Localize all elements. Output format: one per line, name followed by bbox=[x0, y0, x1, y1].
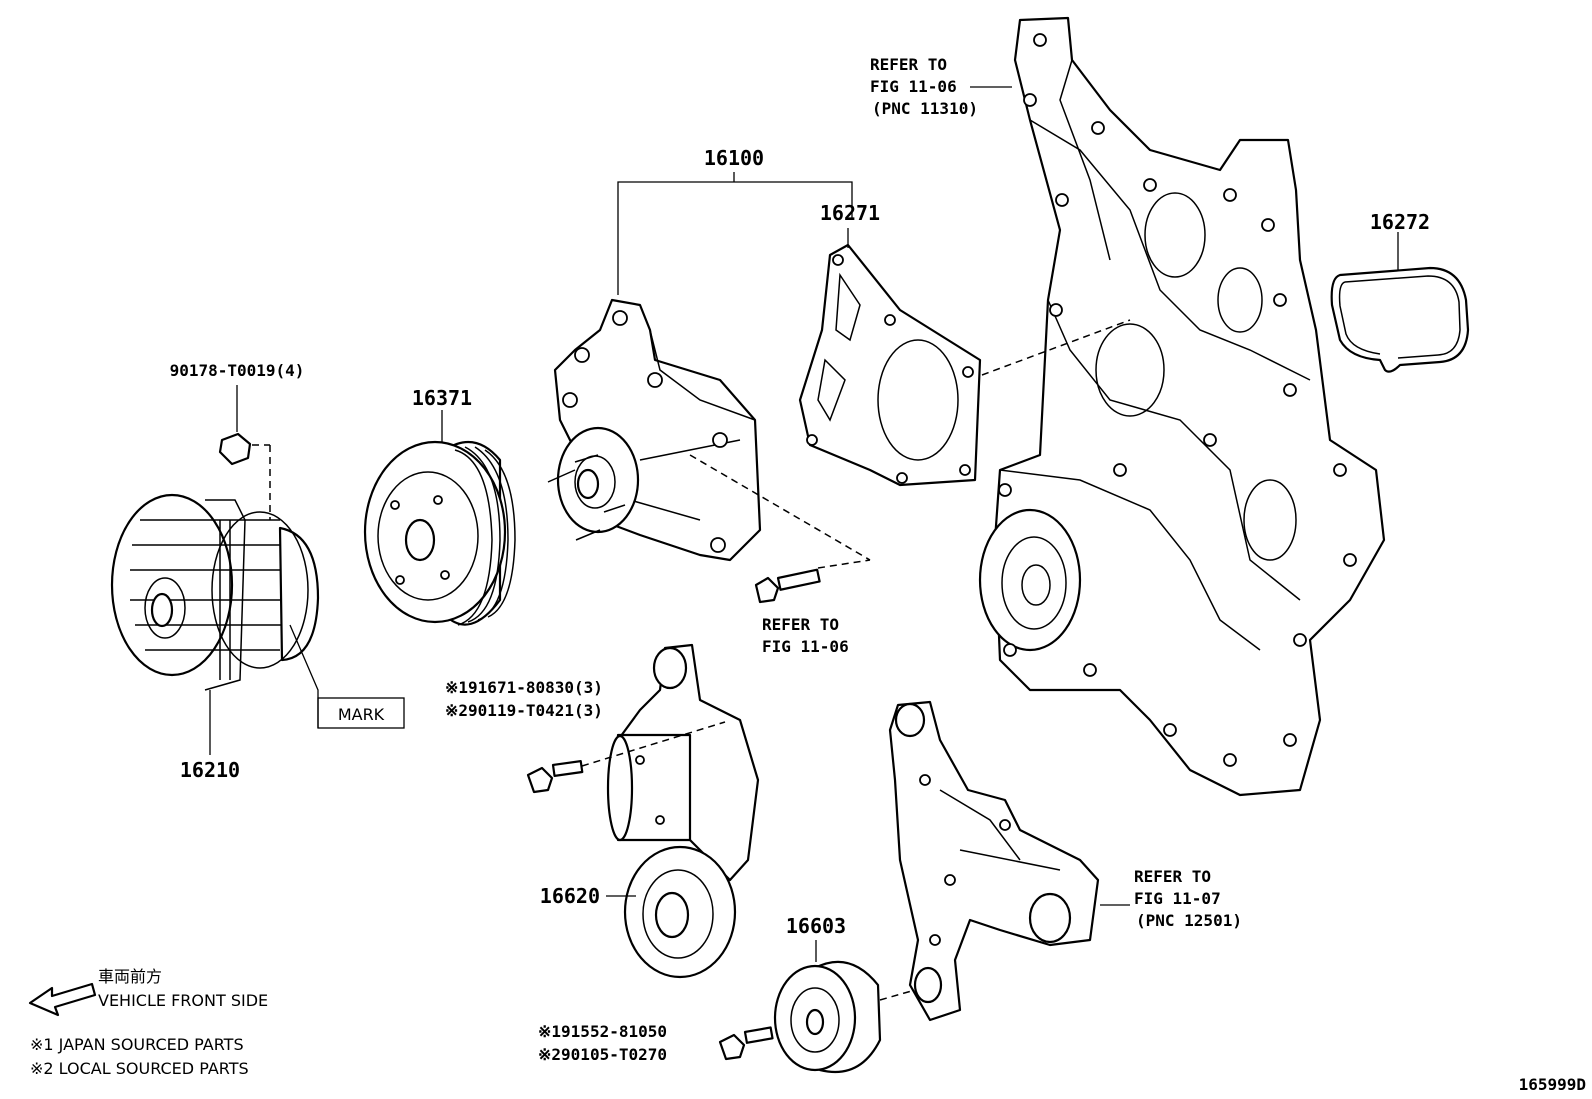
bolt-ref-line1: REFER TO bbox=[762, 615, 839, 634]
bracket-ref-line2: FIG 11-07 bbox=[1134, 889, 1221, 908]
tensioner-dash bbox=[581, 721, 726, 767]
o-ring-16272 bbox=[1330, 232, 1470, 373]
cover-ref-line3: (PNC 11310) bbox=[872, 99, 978, 118]
label-nut: 90178-T0019(4) bbox=[170, 361, 305, 380]
bracket-16100 bbox=[617, 181, 853, 295]
timing-cover bbox=[978, 16, 1386, 797]
fan-nut bbox=[218, 385, 252, 466]
water-pump-16100 bbox=[547, 298, 762, 562]
idler-16603 bbox=[773, 940, 882, 1074]
fan-clutch-16210 bbox=[110, 493, 320, 755]
tensioner-bolt bbox=[526, 760, 584, 794]
pump-bolt bbox=[754, 568, 821, 604]
gasket-16271 bbox=[798, 228, 982, 487]
legend-front-jp: 車両前方 bbox=[98, 967, 162, 986]
bolt-ref-line2: FIG 11-06 bbox=[762, 637, 849, 656]
pump-dash-2 bbox=[817, 559, 871, 569]
tensioner-16620 bbox=[606, 643, 760, 979]
diagram-id: 165999D bbox=[1519, 1075, 1586, 1094]
cover-ref-line1: REFER TO bbox=[870, 55, 947, 74]
label-16603: 16603 bbox=[786, 914, 846, 938]
label-16371: 16371 bbox=[412, 386, 472, 410]
label-16271: 16271 bbox=[820, 201, 880, 225]
label-16272: 16272 bbox=[1370, 210, 1430, 234]
mark-box bbox=[317, 697, 405, 729]
label-16620: 16620 bbox=[540, 884, 600, 908]
pump-dash-1 bbox=[689, 454, 871, 561]
bracket-ref-line3: (PNC 12501) bbox=[1136, 911, 1242, 930]
gasket-to-cover-dash bbox=[981, 319, 1131, 376]
alternator-bracket bbox=[888, 700, 1130, 1022]
label-16100: 16100 bbox=[704, 146, 764, 170]
bracket-ref-line1: REFER TO bbox=[1134, 867, 1211, 886]
label-idler-bolt-2: ※290105-T0270 bbox=[538, 1045, 667, 1064]
bracket-dash bbox=[879, 989, 916, 1001]
legend-front-en: VEHICLE FRONT SIDE bbox=[98, 991, 268, 1010]
label-idler-bolt-1: ※191552-81050 bbox=[538, 1022, 667, 1041]
cover-ref-line2: FIG 11-06 bbox=[870, 77, 957, 96]
legend-note-1: ※1 JAPAN SOURCED PARTS bbox=[30, 1035, 244, 1054]
idler-bolt bbox=[718, 1026, 774, 1061]
mark-label: MARK bbox=[338, 705, 385, 724]
label-16210: 16210 bbox=[180, 758, 240, 782]
legend-note-2: ※2 LOCAL SOURCED PARTS bbox=[30, 1059, 249, 1078]
pulley-16371 bbox=[363, 410, 516, 626]
label-tensioner-bolt-2: ※290119-T0421(3) bbox=[445, 701, 603, 720]
vehicle-front-arrow-icon bbox=[28, 982, 97, 1017]
label-tensioner-bolt-1: ※191671-80830(3) bbox=[445, 678, 603, 697]
